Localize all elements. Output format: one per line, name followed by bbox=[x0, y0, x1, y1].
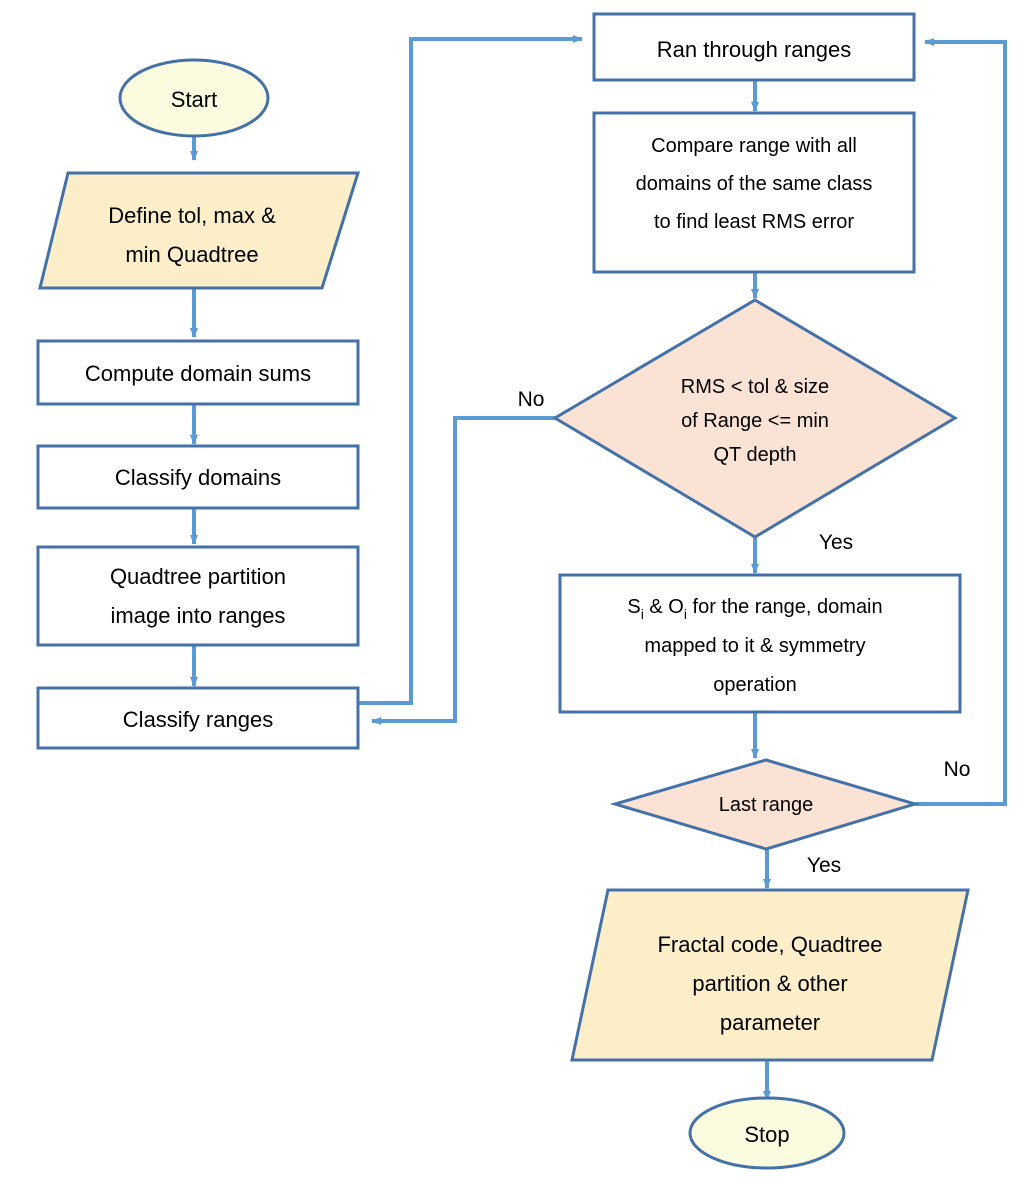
node-classify-ranges-label: Classify ranges bbox=[123, 707, 273, 732]
node-fractal-code-line1: Fractal code, Quadtree bbox=[657, 932, 882, 957]
node-fractal-code-line2: partition & other bbox=[692, 971, 847, 996]
node-rms-decision-line2: of Range <= min bbox=[681, 410, 829, 432]
node-fractal-code-line3: parameter bbox=[720, 1010, 820, 1035]
node-quadtree-partition[interactable]: Quadtree partition image into ranges bbox=[36, 545, 360, 647]
node-define-line1: Define tol, max & bbox=[108, 203, 276, 228]
node-ran-through-ranges-label: Ran through ranges bbox=[657, 37, 851, 62]
node-classify-domains-label: Classify domains bbox=[115, 465, 281, 490]
node-si-oi-line3: operation bbox=[713, 674, 796, 696]
node-rms-decision-line1: RMS < tol & size bbox=[681, 376, 829, 398]
node-ran-through-ranges[interactable]: Ran through ranges bbox=[592, 12, 916, 82]
node-fractal-code[interactable]: Fractal code, Quadtree partition & other… bbox=[570, 888, 970, 1062]
node-classify-ranges[interactable]: Classify ranges bbox=[36, 686, 360, 750]
node-si-oi-line2: mapped to it & symmetry bbox=[644, 635, 865, 657]
node-rms-decision-line3: QT depth bbox=[713, 444, 796, 466]
connector-last-no-to-ran-through bbox=[915, 38, 1007, 806]
edge-label-rms-yes: Yes bbox=[819, 531, 853, 554]
node-start[interactable]: Start bbox=[118, 58, 270, 138]
node-last-range-label: Last range bbox=[719, 794, 814, 816]
node-last-range[interactable]: Last range bbox=[609, 758, 921, 851]
node-si-oi-line1: Si & Oi for the range, domain bbox=[627, 596, 882, 622]
node-si-oi[interactable]: Si & Oi for the range, domain mapped to … bbox=[558, 573, 962, 714]
node-define-line2: min Quadtree bbox=[125, 242, 258, 267]
node-si-oi-sub-i1: i bbox=[641, 606, 644, 622]
node-define-parameters[interactable]: Define tol, max & min Quadtree bbox=[38, 171, 361, 290]
node-si-oi-rest: for the range, domain bbox=[687, 596, 883, 618]
node-compare-range[interactable]: Compare range with all domains of the sa… bbox=[592, 111, 916, 274]
node-compute-domain-sums-label: Compute domain sums bbox=[85, 361, 311, 386]
node-si-oi-sub-i2: i bbox=[684, 606, 687, 622]
node-si-oi-s: S bbox=[627, 596, 640, 618]
edge-label-last-no: No bbox=[944, 758, 971, 781]
node-quadtree-partition-line1: Quadtree partition bbox=[110, 564, 286, 589]
edge-label-last-yes: Yes bbox=[807, 854, 841, 877]
node-compare-range-line1: Compare range with all bbox=[651, 135, 857, 157]
edge-label-rms-no: No bbox=[518, 388, 545, 411]
node-stop[interactable]: Stop bbox=[688, 1096, 846, 1170]
node-rms-decision[interactable]: RMS < tol & size of Range <= min QT dept… bbox=[552, 298, 958, 539]
node-quadtree-partition-line2: image into ranges bbox=[111, 603, 286, 628]
node-stop-label: Stop bbox=[744, 1122, 789, 1147]
connector-classify-ranges-to-ran-through bbox=[358, 35, 583, 705]
node-start-label: Start bbox=[171, 87, 217, 112]
node-compare-range-line3: to find least RMS error bbox=[654, 211, 854, 233]
node-compare-range-line2: domains of the same class bbox=[636, 173, 873, 195]
node-si-oi-o: & O bbox=[644, 596, 684, 618]
connector-rms-no-to-classify-ranges bbox=[371, 416, 555, 725]
node-compute-domain-sums[interactable]: Compute domain sums bbox=[36, 339, 360, 406]
node-classify-domains[interactable]: Classify domains bbox=[36, 444, 360, 510]
